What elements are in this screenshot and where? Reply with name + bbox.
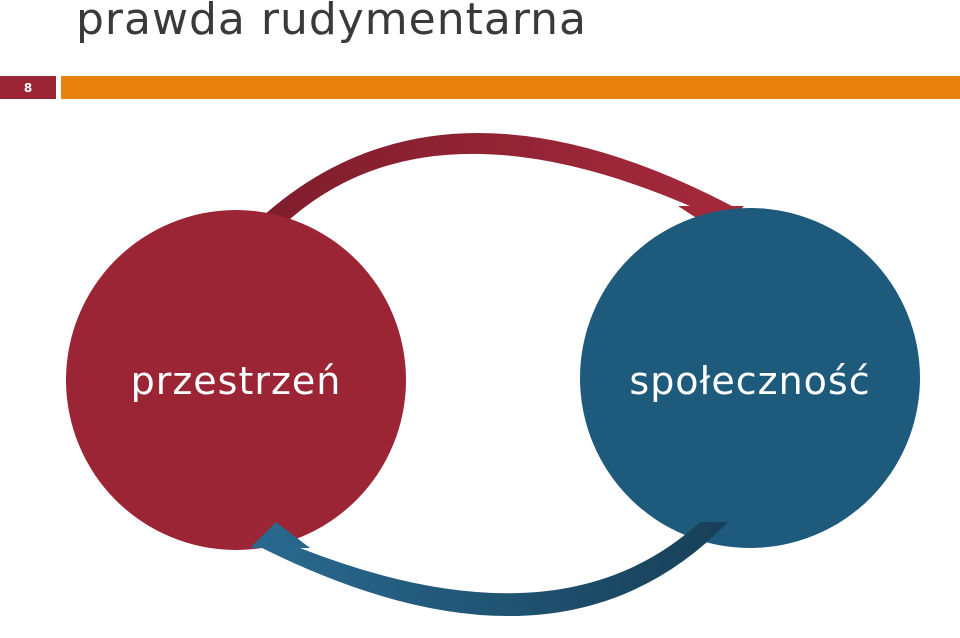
node-spolecznosc bbox=[580, 208, 920, 548]
arrow-top bbox=[246, 133, 744, 232]
node-przestrzen bbox=[66, 210, 406, 550]
node-label-spolecznosc: społeczność bbox=[629, 359, 870, 403]
arrow-bottom bbox=[250, 522, 728, 617]
page-number-badge: 8 bbox=[0, 76, 56, 99]
page-number: 8 bbox=[23, 80, 33, 95]
node-label-przestrzen: przestrzeń bbox=[131, 359, 342, 403]
title-accent-bar bbox=[61, 76, 960, 99]
slide-title: prawda rudymentarna bbox=[76, 0, 587, 45]
